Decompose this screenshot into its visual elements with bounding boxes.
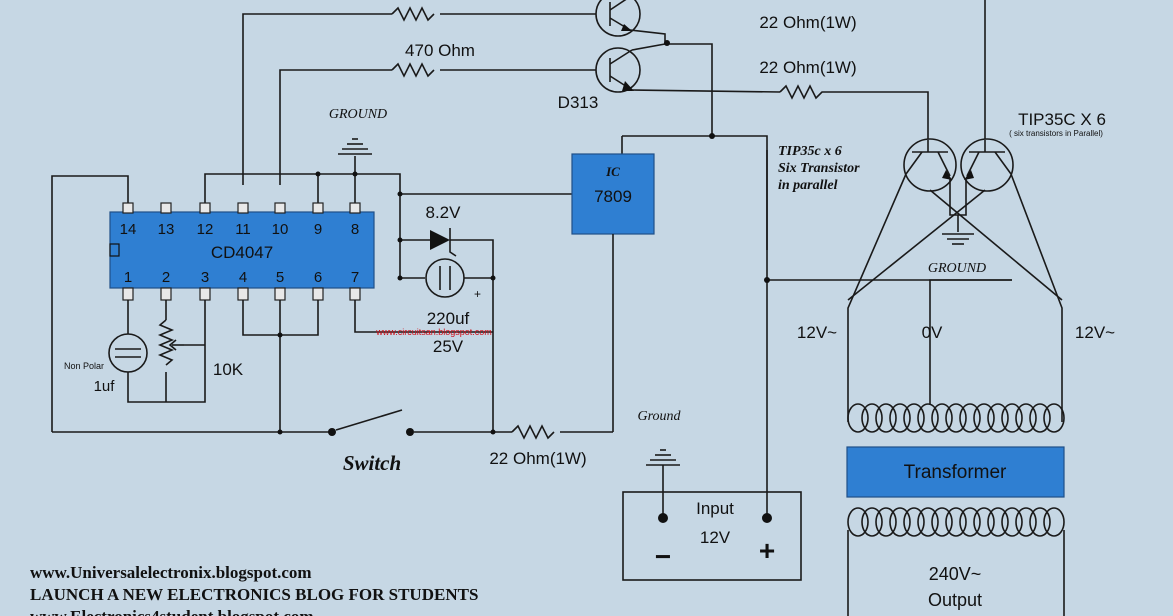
pin-1: 1 [124, 269, 132, 286]
pin-6: 6 [314, 269, 322, 286]
ic-name: CD4047 [211, 243, 273, 262]
ground-symbol-top [338, 138, 372, 155]
pin-7: 7 [351, 269, 359, 286]
pin-8: 8 [351, 221, 359, 238]
resistor-22ohm-top [779, 84, 832, 100]
switch-contact-right [406, 428, 414, 436]
ground-symbol-right [942, 233, 974, 245]
regulator-label-ic: IC [605, 164, 620, 179]
transformer-label: Transformer [904, 462, 1007, 483]
pin-11: 11 [235, 221, 251, 238]
output-voltage-label: 240V~ [929, 564, 982, 584]
d313-transistor-upper [595, 0, 641, 37]
switch-label: Switch [343, 451, 401, 475]
pin-10: 10 [272, 221, 289, 238]
nonpolar-capacitor-1uf [108, 333, 148, 373]
input-plus: + [759, 535, 775, 566]
input-label: Input [696, 499, 734, 518]
transformer-secondary-coil [847, 507, 1065, 537]
tip-note-line1: TIP35c x 6 [778, 144, 842, 159]
r22-label-top-2: 22 Ohm(1W) [759, 58, 856, 77]
cap-voltage-label: 25V [433, 337, 464, 356]
v0-label: 0V [922, 323, 943, 342]
pin-9: 9 [314, 221, 322, 238]
tip35-note: ( six transistors in Parallel) [1009, 129, 1103, 138]
pin-5: 5 [276, 269, 284, 286]
ic-top-pins [122, 202, 361, 214]
d313-transistor-lower [595, 47, 641, 93]
switch-contact-left [328, 428, 336, 436]
transformer-primary-coil [847, 403, 1065, 433]
d313-label: D313 [558, 93, 599, 112]
watermark: www.circuitsan.blogspot.com [375, 327, 492, 337]
input-voltage: 12V [700, 528, 731, 547]
pin-4: 4 [239, 269, 247, 286]
ground-label-right: GROUND [928, 261, 986, 276]
v12-left-label: 12V~ [797, 323, 837, 342]
resistor-470ohm [391, 62, 435, 78]
tip-note-line3: in parallel [778, 178, 838, 193]
output-label: Output [928, 590, 982, 610]
footer-line2: LAUNCH A NEW ELECTRONICS BLOG FOR STUDEN… [30, 585, 478, 604]
transformer-core [846, 446, 1065, 498]
ground-label-top: GROUND [329, 107, 387, 122]
cd4047-chip [109, 211, 375, 289]
r470-label: 470 Ohm [405, 41, 475, 60]
resistor-22ohm-bottom [511, 424, 555, 440]
input-minus: − [655, 541, 671, 572]
cap-1uf-label: 1uf [94, 378, 116, 395]
tip35-label: TIP35C X 6 [1018, 110, 1106, 129]
cap-value-label: 220uf [427, 309, 470, 328]
pin-3: 3 [201, 269, 209, 286]
resistor-upper [391, 6, 435, 22]
tip-note-line2: Six Transistor [778, 161, 860, 176]
switch-lever [335, 409, 403, 431]
cap-plus-sign: + [474, 287, 481, 301]
pin-12: 12 [197, 221, 214, 238]
footer-line3: www.Electronics4student.blogspot.com [30, 607, 314, 616]
pin-13: 13 [158, 221, 175, 238]
tip35c-transistor-left [903, 138, 957, 192]
pin-2: 2 [162, 269, 170, 286]
zener-label: 8.2V [426, 203, 462, 222]
nonpolar-label: Non Polar [64, 361, 104, 371]
ground-label-input: Ground [637, 409, 681, 424]
r22-label-bottom: 22 Ohm(1W) [489, 449, 586, 468]
potentiometer-10k [157, 319, 175, 366]
ic-bottom-pins [122, 287, 361, 301]
r22-label-top-1: 22 Ohm(1W) [759, 13, 856, 32]
pin-14: 14 [120, 221, 137, 238]
input-12v-box [622, 491, 802, 581]
ground-symbol-input [646, 449, 680, 466]
tip35c-transistor-right [960, 138, 1014, 192]
regulator-label-7809: 7809 [594, 187, 632, 206]
ic-7809-regulator [571, 153, 655, 235]
electrolytic-capacitor-220uf [425, 258, 465, 298]
zener-diode [430, 230, 450, 250]
pot-label: 10K [213, 360, 244, 379]
v12-right-label: 12V~ [1075, 323, 1115, 342]
footer-line1: www.Universalelectronix.blogspot.com [30, 563, 312, 582]
